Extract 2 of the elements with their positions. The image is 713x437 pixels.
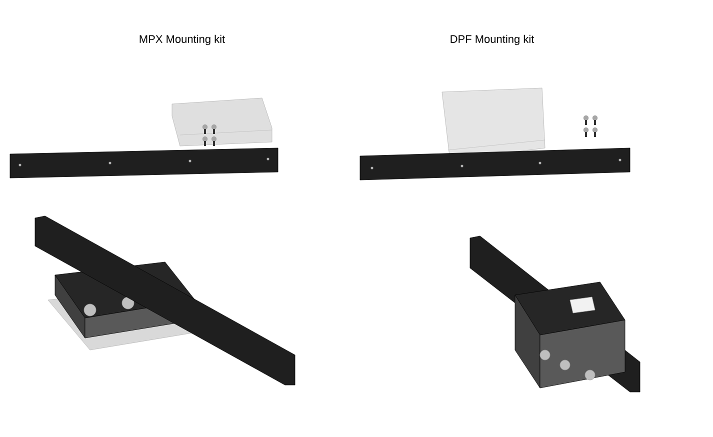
panel-heading: DPF Mounting kit xyxy=(450,34,534,46)
panel-heading: MPX Mounting kit xyxy=(140,34,225,46)
